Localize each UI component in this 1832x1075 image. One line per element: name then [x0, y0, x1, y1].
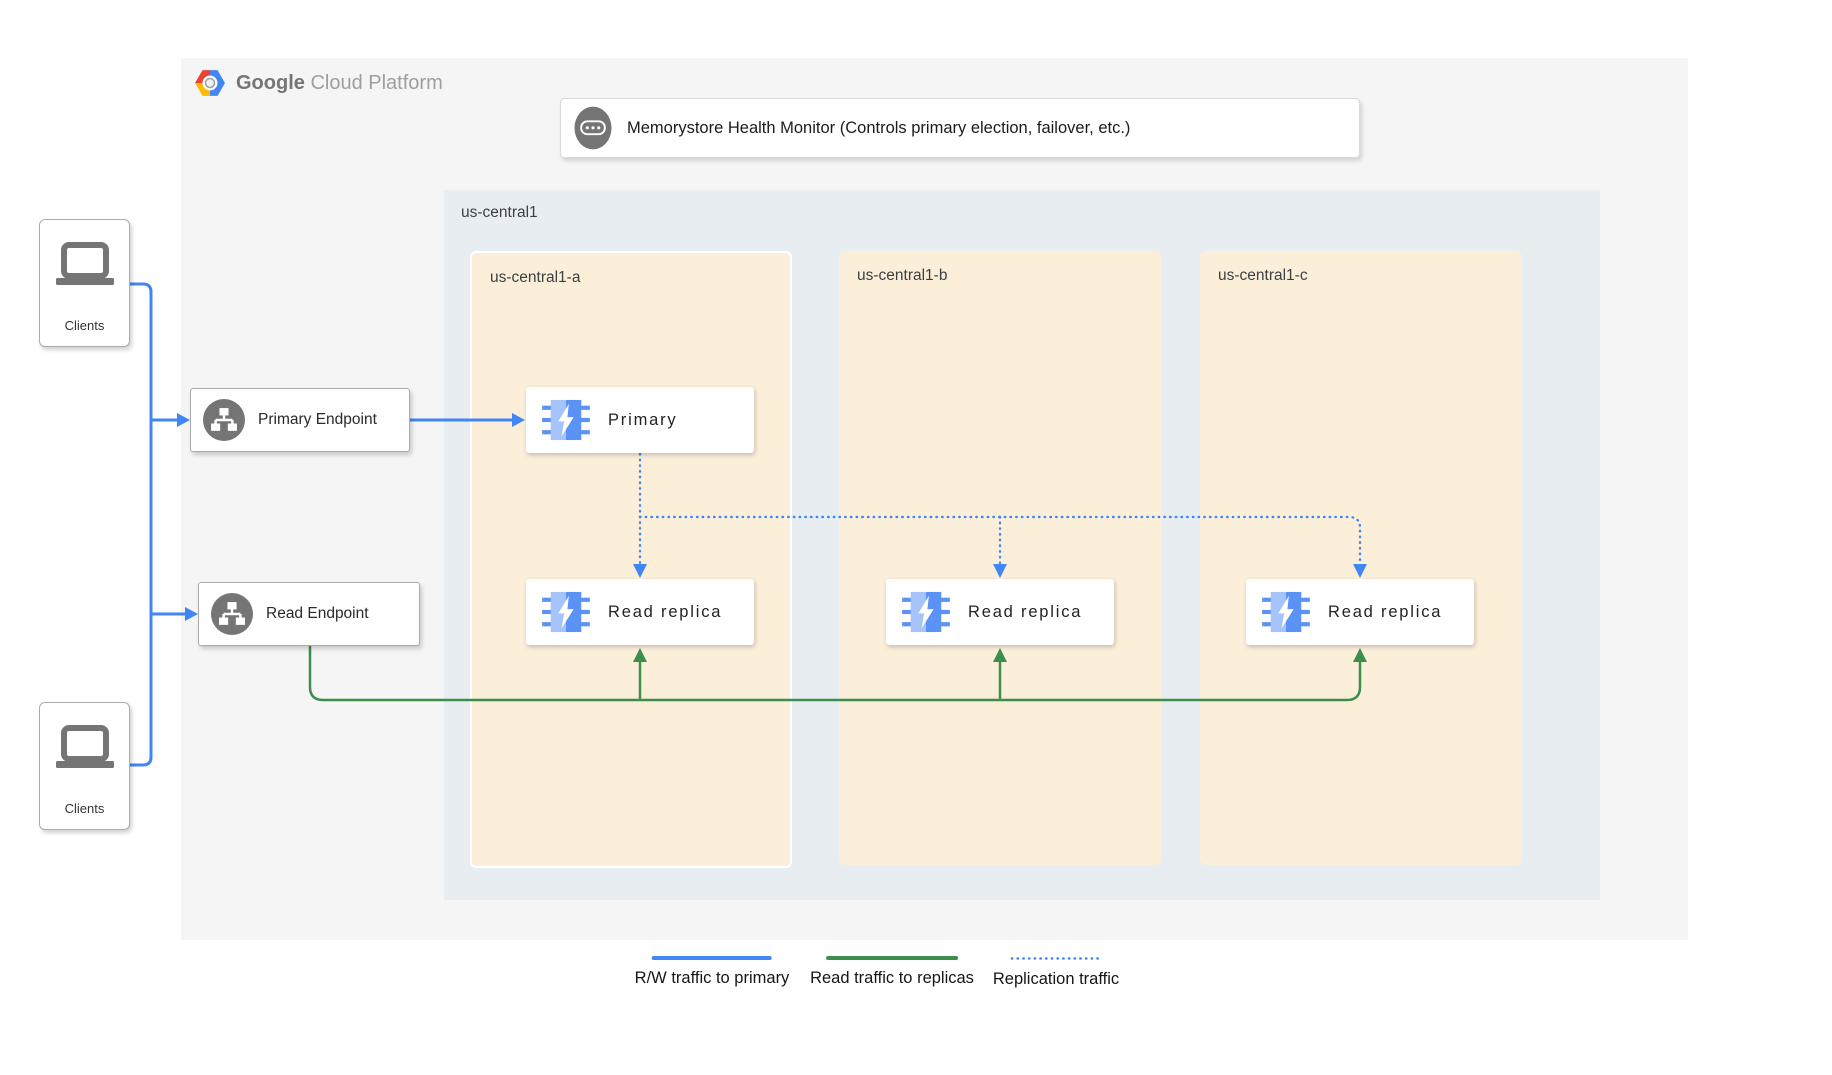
- replication-traffic-lines: [633, 452, 1367, 578]
- legend-line-green-solid: [825, 956, 958, 960]
- zone-us-central1-c: us-central1-c: [1200, 251, 1522, 865]
- network-endpoint-icon: [211, 593, 253, 635]
- legend-line-blue-solid: [651, 956, 772, 960]
- zone-c-label: us-central1-c: [1218, 267, 1308, 284]
- health-monitor-card: Memorystore Health Monitor (Controls pri…: [560, 98, 1360, 158]
- memorystore-icon: [902, 591, 950, 633]
- region-label: us-central1: [461, 204, 538, 221]
- read-replica-a-card: Read replica: [526, 579, 754, 645]
- read-replica-label: Read replica: [1328, 602, 1443, 621]
- read-replica-label: Read replica: [968, 602, 1083, 621]
- network-endpoint-icon: [203, 399, 245, 441]
- read-traffic-lines: [308, 646, 1367, 702]
- primary-endpoint-label: Primary Endpoint: [258, 411, 377, 428]
- laptop-icon: [52, 242, 118, 288]
- zone-b-label: us-central1-b: [857, 267, 948, 284]
- primary-endpoint-card: Primary Endpoint: [190, 388, 410, 452]
- read-replica-c-card: Read replica: [1246, 579, 1474, 645]
- clients-card-top: Clients: [39, 219, 130, 347]
- legend-label: R/W traffic to primary: [634, 969, 790, 987]
- legend-line-blue-dotted: [1010, 957, 1102, 960]
- brand-google: Google: [236, 71, 305, 94]
- clients-label: Clients: [64, 318, 105, 333]
- primary-node-card: Primary: [526, 387, 754, 453]
- rw-traffic-lines: [130, 282, 525, 767]
- clients-label: Clients: [64, 801, 105, 816]
- read-replica-label: Read replica: [608, 602, 723, 621]
- brand-text: Google Cloud Platform: [236, 72, 443, 95]
- clients-card-bottom: Clients: [39, 702, 130, 830]
- legend-item-read-traffic: Read traffic to replicas: [810, 956, 974, 988]
- read-endpoint-label: Read Endpoint: [266, 605, 369, 622]
- legend-item-replication-traffic: Replication traffic: [993, 956, 1119, 989]
- read-endpoint-card: Read Endpoint: [198, 582, 420, 646]
- legend-label: Replication traffic: [992, 970, 1120, 988]
- memorystore-icon: [1262, 591, 1310, 633]
- legend-label: Read traffic to replicas: [810, 969, 974, 987]
- legend-item-rw-traffic: R/W traffic to primary: [634, 956, 790, 988]
- zone-a-label: us-central1-a: [490, 269, 581, 286]
- laptop-icon: [52, 725, 118, 771]
- health-monitor-label: Memorystore Health Monitor (Controls pri…: [627, 118, 1131, 137]
- zone-us-central1-a: us-central1-a: [470, 251, 792, 868]
- memorystore-icon: [542, 399, 590, 441]
- brand-cloud-platform: Cloud Platform: [310, 71, 443, 94]
- memorystore-icon: [542, 591, 590, 633]
- gcp-logo: Google Cloud Platform: [195, 70, 443, 96]
- primary-node-label: Primary: [608, 410, 678, 429]
- read-replica-b-card: Read replica: [886, 579, 1114, 645]
